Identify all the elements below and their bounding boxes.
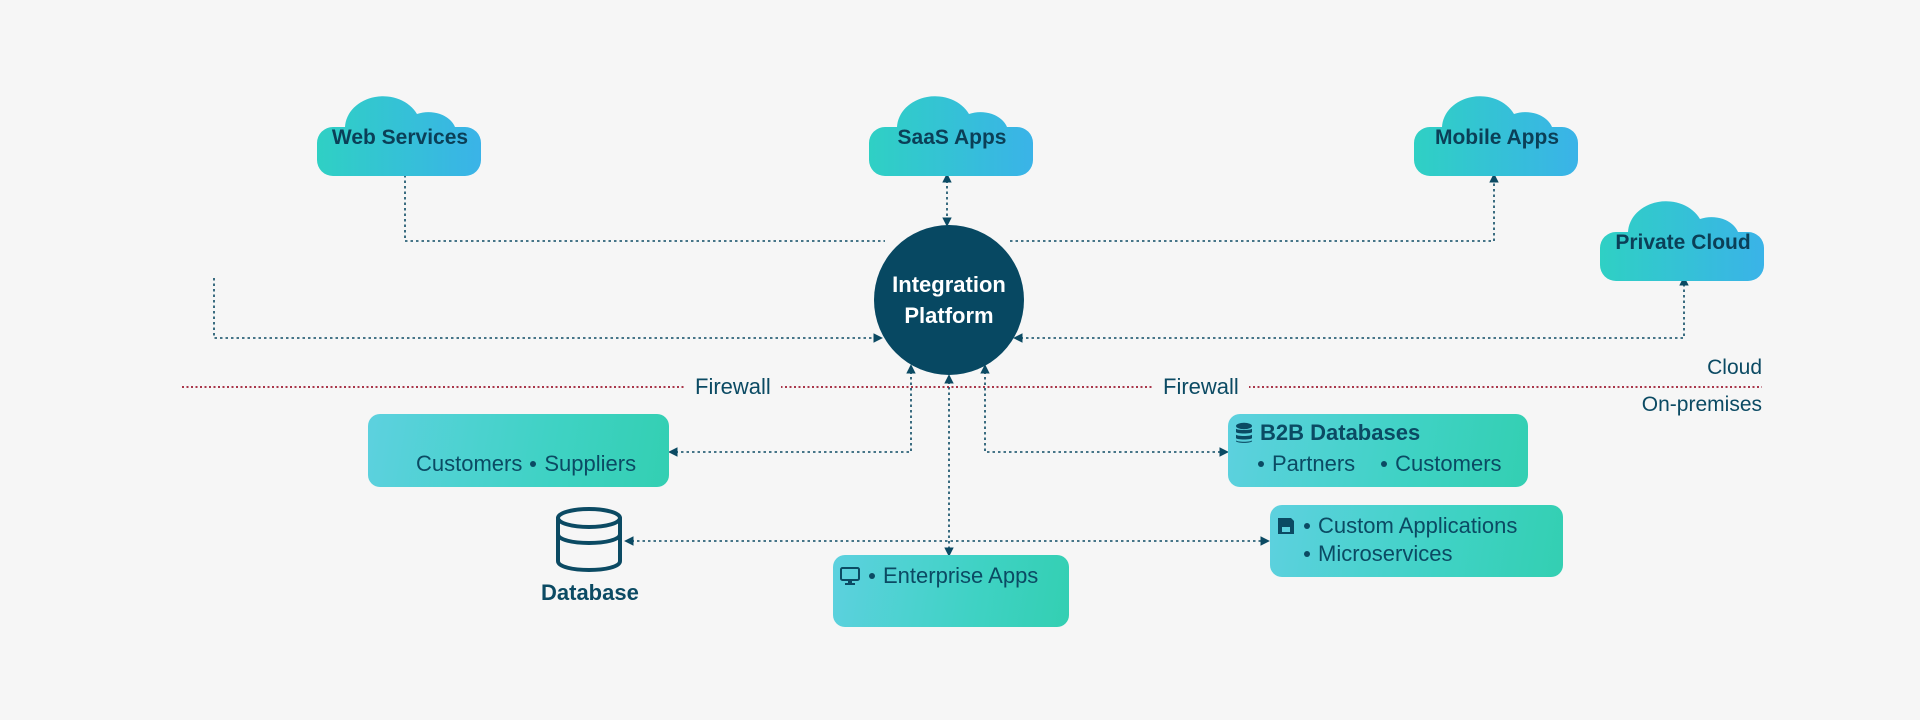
connector-left-cloud-edge (213, 278, 883, 343)
hub-label-line1: Integration (892, 272, 1006, 297)
microservices-label: Microservices (1318, 541, 1453, 566)
cloud-web-services: Web Services (305, 82, 495, 182)
hub-label-line2: Platform (904, 303, 994, 328)
cloud-shape-icon (317, 96, 481, 176)
cloud-saas-apps: SaaS Apps (857, 82, 1047, 182)
custom-applications-box: Custom Applications Microservices (1270, 505, 1563, 577)
partners-label: Partners (1272, 451, 1356, 476)
b2b-title: B2B Databases (1260, 420, 1421, 445)
cloud-label: SaaS Apps (897, 126, 1007, 149)
zone-label-cloud: Cloud (1707, 356, 1762, 379)
cloud-label: Mobile Apps (1434, 126, 1560, 149)
bullet-icon (530, 461, 537, 467)
integration-platform-hub: Integration Platform (874, 225, 1024, 375)
b2b-customers-label: Customers (1395, 451, 1502, 476)
connector-customers-suppliers (668, 364, 916, 457)
connector-b2b-databases (980, 364, 1229, 457)
enterprise-apps-box: Enterprise Apps (833, 555, 1069, 627)
cloud-shape-icon (1414, 96, 1578, 176)
customers-suppliers-row: Customers Suppliers (416, 451, 636, 477)
b2b-title-row: B2B Databases (1234, 420, 1420, 446)
cloud-label: Web Services (331, 126, 469, 149)
suppliers-label: Suppliers (544, 451, 637, 476)
bullet-icon (1304, 551, 1310, 557)
firewall-label-right: Firewall (1153, 374, 1249, 400)
b2b-databases-box: B2B Databases Partners Customers (1228, 414, 1528, 487)
cloud-private-cloud: Private Cloud (1588, 187, 1778, 287)
b2b-items-row: Partners Customers (1250, 451, 1502, 477)
custom-row-2: Microservices (1296, 541, 1452, 567)
monitor-icon (840, 567, 860, 585)
cylinder-database-icon (556, 507, 622, 572)
connector-web-services (404, 175, 885, 242)
floppy-disk-icon (1278, 518, 1294, 534)
zone-label-on-premises: On-premises (1641, 393, 1762, 416)
cloud-label: Private Cloud (1615, 231, 1751, 254)
connector-mobile-apps (1010, 173, 1499, 242)
firewall-label-left: Firewall (685, 374, 781, 400)
bullet-icon (869, 573, 875, 579)
connector-private-cloud (1013, 276, 1689, 343)
enterprise-row: Enterprise Apps (839, 563, 1038, 589)
cloud-shape-icon (1600, 201, 1764, 281)
bullet-icon (1258, 461, 1264, 467)
database-stack-icon (1236, 422, 1252, 443)
custom-row-1: Custom Applications (1276, 513, 1517, 539)
customers-suppliers-box: Customers Suppliers (368, 414, 669, 487)
database-caption: Database (541, 580, 639, 605)
bullet-icon (1304, 523, 1310, 529)
bullet-icon (1381, 461, 1388, 467)
customers-label: Customers (416, 451, 523, 476)
custom-applications-label: Custom Applications (1318, 513, 1518, 538)
cloud-mobile-apps: Mobile Apps (1402, 82, 1592, 182)
enterprise-apps-label: Enterprise Apps (883, 563, 1039, 588)
cloud-shape-icon (869, 96, 1033, 176)
